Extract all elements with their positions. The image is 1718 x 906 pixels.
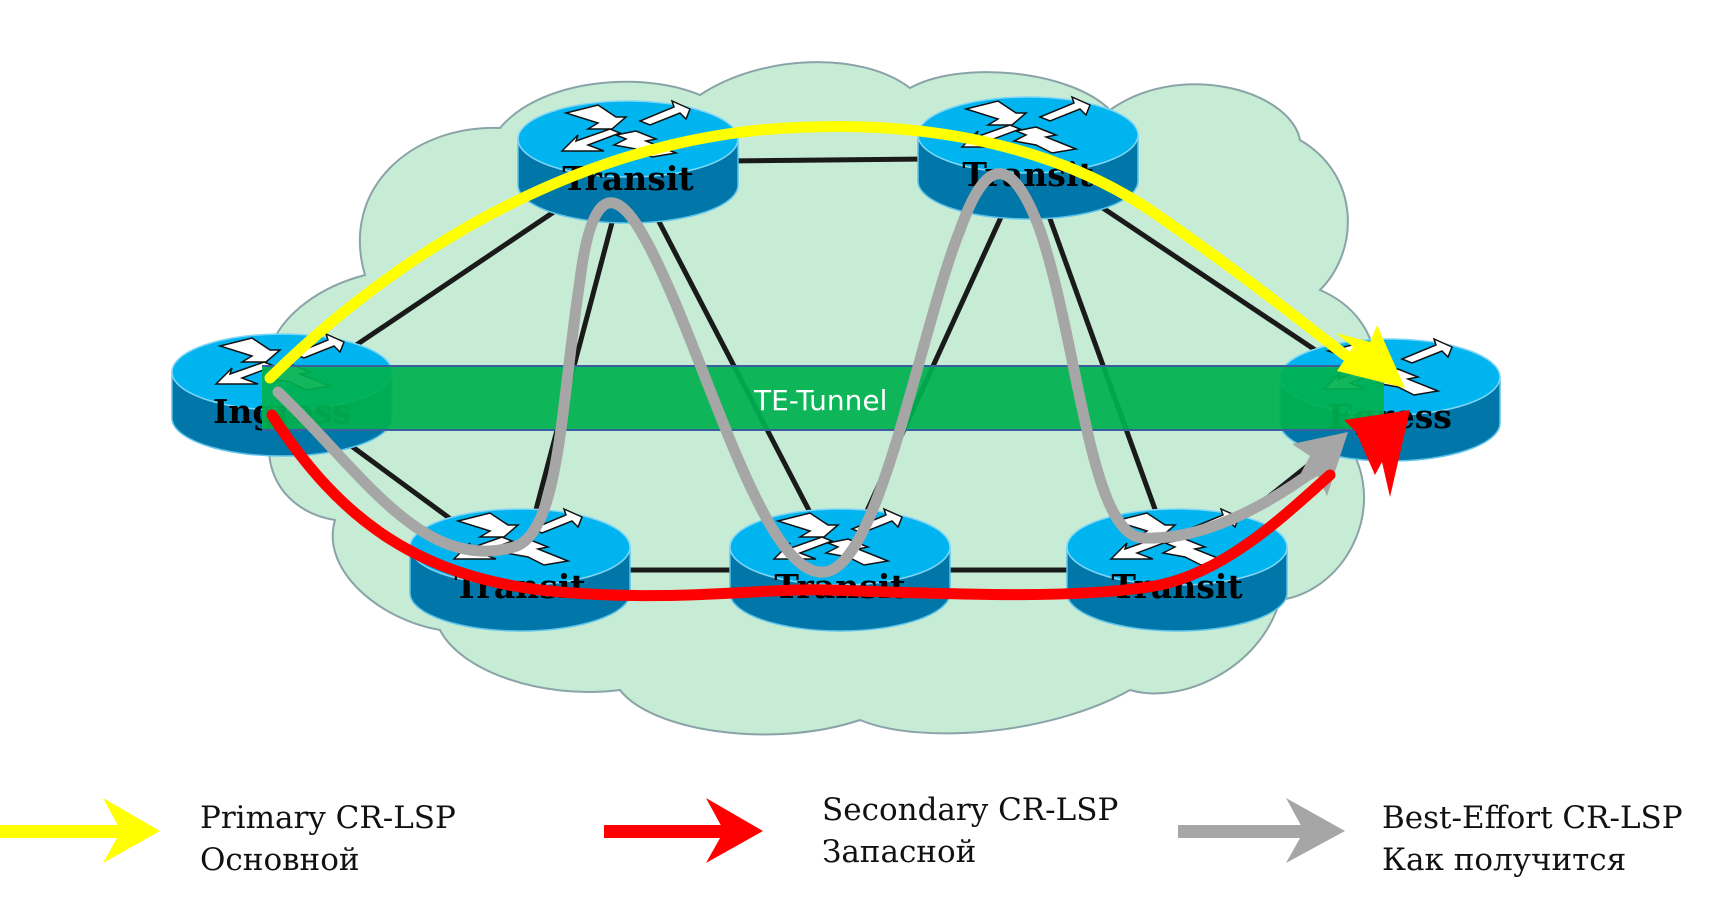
best-effort-path [272,168,1348,578]
secondary-path [266,409,1410,602]
legend-item-primary: Primary CR-LSP Основной [0,798,456,878]
secondary-path-line [266,409,1336,602]
legend-arrow-primary-head [103,798,160,863]
secondary-arrowhead [1344,410,1410,497]
router-t-top-left: Transit [517,100,739,224]
primary-arrowhead [1336,325,1405,388]
te-tunnel-label: TE-Tunnel [753,384,887,417]
legend-primary-line1: Primary CR-LSP [200,800,456,836]
best-effort-path-line [272,168,1321,578]
legend-secondary-line1: Secondary CR-LSP [822,792,1118,828]
primary-path-line [264,121,1351,384]
te-tunnel-band [262,366,1384,430]
legend-arrow-best-effort-shaft [1178,825,1318,838]
legend-arrow-best-effort-head [1286,798,1345,863]
best-effort-arrowhead [1292,432,1348,496]
legend-arrow-secondary-shaft [604,825,736,838]
legend-arrow-secondary-head [706,798,763,863]
legend-best-effort-line2: Как получится [1382,842,1626,878]
router-t-bot-right: Transit [1066,508,1288,632]
legend-secondary-line2: Запасной [822,834,976,870]
link-t-top-right-t-bot-right [1025,157,1180,571]
legend-item-best-effort: Best-Effort CR-LSP Как получится [1178,798,1683,878]
te-tunnel: TE-Tunnel [262,365,1384,431]
legend-best-effort-line1: Best-Effort CR-LSP [1382,800,1683,836]
legend-arrow-primary-shaft [0,825,122,838]
legend-primary-line2: Основной [200,842,360,878]
primary-path [264,121,1405,388]
legend-item-secondary: Secondary CR-LSP Запасной [604,792,1118,870]
legend: Primary CR-LSP Основной Secondary CR-LSP… [0,792,1683,878]
router-label: Transit [562,159,694,198]
